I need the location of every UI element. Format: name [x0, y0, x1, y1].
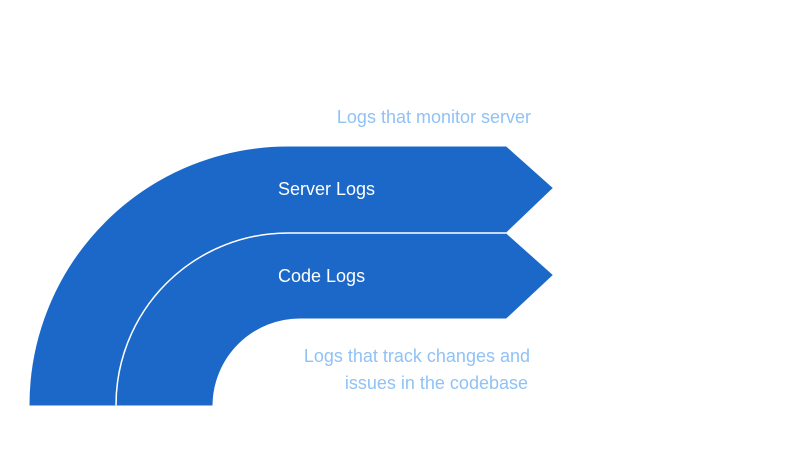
band-divider — [115, 232, 506, 406]
code-logs-label: Code Logs — [278, 266, 365, 286]
code-logs-note-line-2: issues in the codebase — [345, 373, 528, 393]
code-logs-band — [116, 233, 553, 406]
server-logs-note: Logs that monitor server — [337, 107, 531, 127]
code-logs-note-line-1: Logs that track changes and — [304, 346, 530, 366]
server-logs-band — [29, 146, 553, 406]
server-logs-label: Server Logs — [278, 179, 375, 199]
